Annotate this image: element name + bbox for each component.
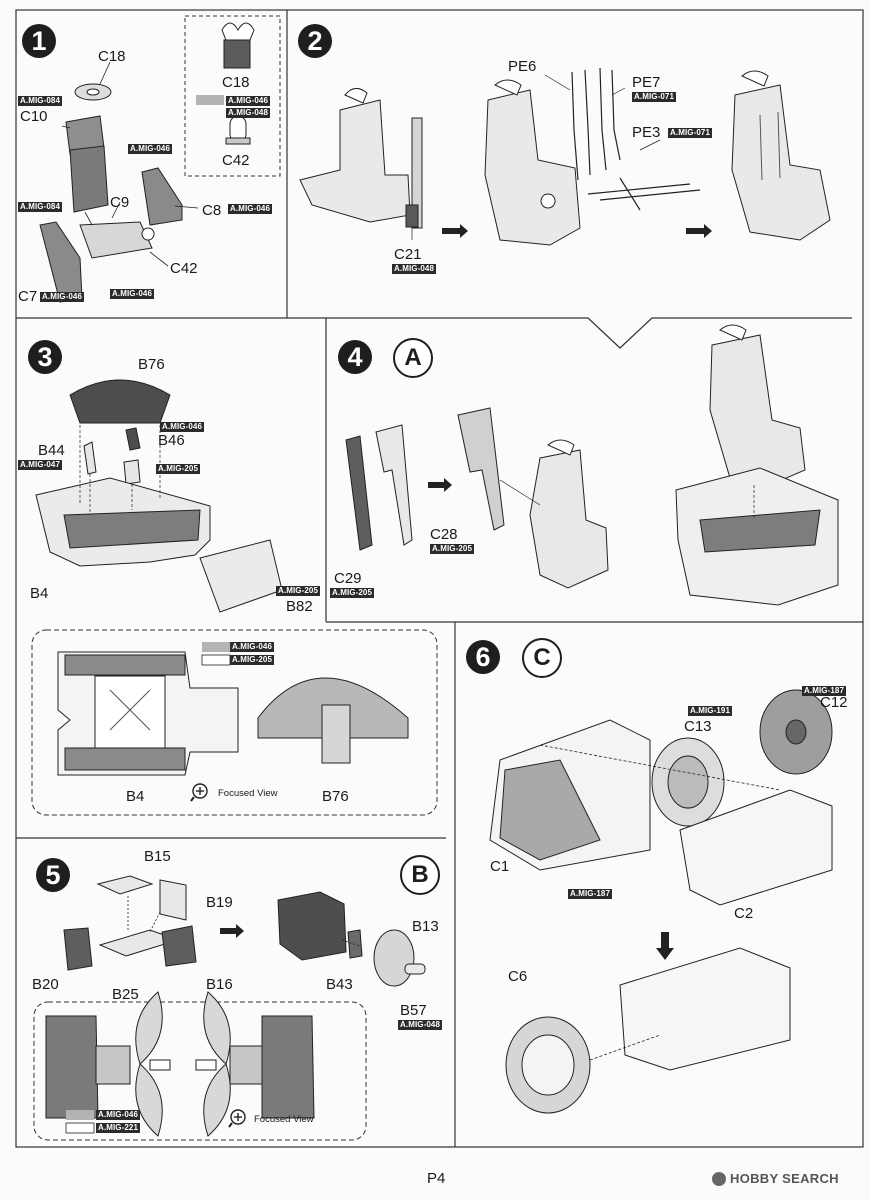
part-b15-label: B15: [144, 848, 171, 865]
paint-tag: A.MIG-205: [230, 655, 275, 665]
paint-tag: A.MIG-046: [226, 96, 271, 106]
part-pe3-label: PE3: [632, 124, 661, 141]
part-c9-label: C9: [110, 194, 130, 211]
part-c21-label: C21: [394, 246, 422, 263]
part-pe6-label: PE6: [508, 58, 537, 75]
paint-tag: A.MIG-047: [18, 460, 63, 470]
part-c13-label: C13: [684, 718, 712, 735]
part-b57-label: B57: [400, 1002, 427, 1019]
part-c6-label: C6: [508, 968, 528, 985]
subassembly-c-marker: C: [522, 638, 562, 678]
focused-view-label: Focused View: [254, 1114, 314, 1125]
part-c42-label: C42: [170, 260, 198, 277]
part-b46-label: B46: [158, 432, 185, 449]
paint-tag: A.MIG-205: [330, 588, 375, 598]
inset-b4-label: B4: [126, 788, 145, 805]
paint-tag: A.MIG-046: [228, 204, 273, 214]
part-c10-label: C10: [20, 108, 48, 125]
part-b20-label: B20: [32, 976, 59, 993]
paint-tag: A.MIG-046: [96, 1110, 141, 1120]
hobby-search-logo-icon: [712, 1172, 726, 1186]
part-b4-label: B4: [30, 585, 49, 602]
paint-tag: A.MIG-205: [156, 464, 201, 474]
part-b43-label: B43: [326, 976, 353, 993]
paint-tag: A.MIG-046: [110, 289, 155, 299]
step1-inset-grey-swatch: [196, 95, 224, 105]
part-b13-label: B13: [412, 918, 439, 935]
part-b25-label: B25: [112, 986, 139, 1003]
step5-inset-grey-swatch: [66, 1110, 94, 1120]
step-2-number: 2: [298, 24, 332, 58]
paint-tag: A.MIG-046: [160, 422, 205, 432]
paint-tag: A.MIG-046: [128, 144, 173, 154]
part-b19-label: B19: [206, 894, 233, 911]
subassembly-b-marker: B: [400, 855, 440, 895]
paint-tag: A.MIG-205: [276, 586, 321, 596]
paint-tag: A.MIG-221: [96, 1123, 141, 1133]
step-1-number: 1: [22, 24, 56, 58]
paint-tag: A.MIG-187: [568, 889, 613, 899]
part-b44-label: B44: [38, 442, 65, 459]
part-c12-label: C12: [820, 694, 848, 711]
paint-tag: A.MIG-071: [632, 92, 677, 102]
part-c7-label: C7: [18, 288, 38, 305]
inset-part-c18-label: C18: [222, 74, 250, 91]
paint-tag: A.MIG-187: [802, 686, 847, 696]
part-b76-label: B76: [138, 356, 165, 373]
part-b82-label: B82: [286, 598, 313, 615]
paint-tag: A.MIG-191: [688, 706, 733, 716]
step-4-number: 4: [338, 340, 372, 374]
step1-inset-frame: [184, 15, 281, 177]
part-c29-label: C29: [334, 570, 362, 587]
watermark-brand: HOBBY SEARCH: [730, 1171, 839, 1186]
step3-inset-grey-swatch: [202, 642, 230, 652]
paint-tag: A.MIG-084: [18, 202, 63, 212]
step5-inset-white-swatch: [65, 1122, 95, 1134]
paint-tag: A.MIG-048: [398, 1020, 443, 1030]
paint-tag: A.MIG-084: [18, 96, 63, 106]
step5-inset-frame: [33, 1001, 367, 1141]
step-3-number: 3: [28, 340, 62, 374]
paint-tag: A.MIG-048: [392, 264, 437, 274]
focused-view-icon: [190, 782, 210, 802]
page-number: P4: [427, 1170, 446, 1187]
part-c2-label: C2: [734, 905, 754, 922]
paint-tag: A.MIG-205: [430, 544, 475, 554]
part-b16-label: B16: [206, 976, 233, 993]
part-c18-label: C18: [98, 48, 126, 65]
focused-view-label: Focused View: [218, 788, 278, 799]
paint-tag: A.MIG-046: [40, 292, 85, 302]
step3-inset-frame: [31, 629, 438, 816]
subassembly-a-marker: A: [393, 338, 433, 378]
part-c1-label: C1: [490, 858, 510, 875]
inset-b76-label: B76: [322, 788, 349, 805]
focused-view-icon: [228, 1108, 248, 1128]
paint-tag: A.MIG-048: [226, 108, 271, 118]
paint-tag: A.MIG-046: [230, 642, 275, 652]
inset-part-c42-label: C42: [222, 152, 250, 169]
paint-tag: A.MIG-071: [668, 128, 713, 138]
part-pe7-label: PE7: [632, 74, 661, 91]
step-6-number: 6: [466, 640, 500, 674]
part-c28-label: C28: [430, 526, 458, 543]
part-c8-label: C8: [202, 202, 222, 219]
step-5-number: 5: [36, 858, 70, 892]
